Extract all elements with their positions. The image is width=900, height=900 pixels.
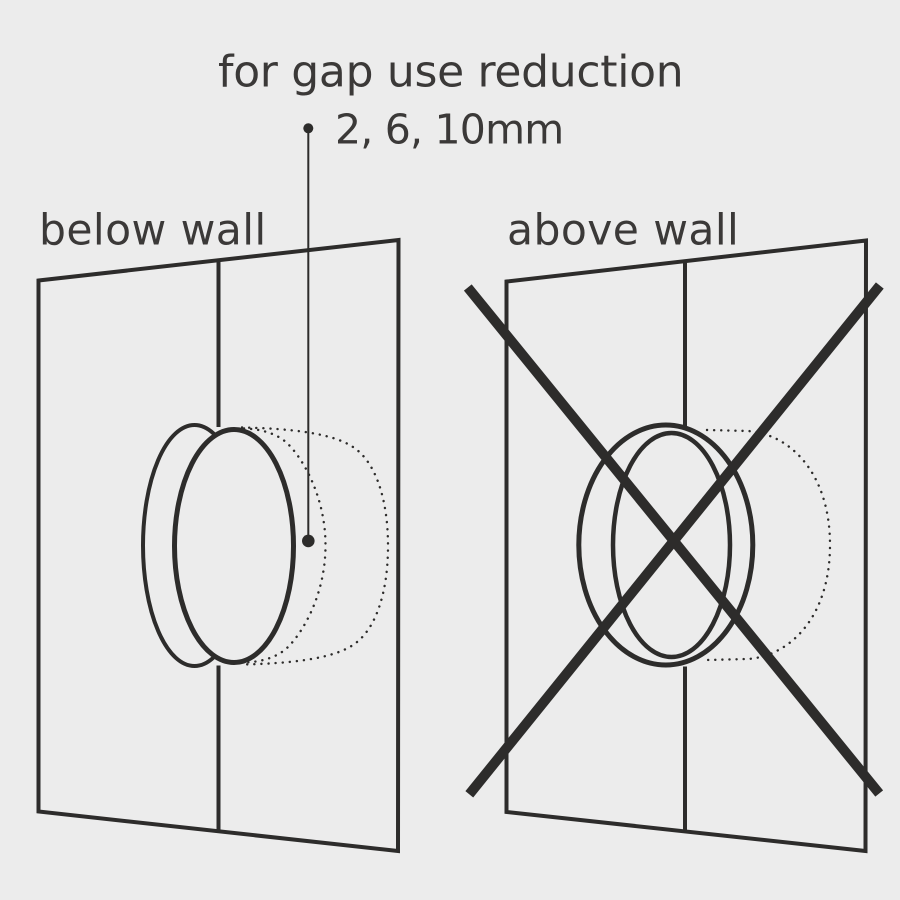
wall-panel-right-outline: [504, 238, 869, 854]
wall-panel-left: [36, 237, 401, 854]
label-above-wall: above wall: [507, 207, 739, 256]
leader-callout: [302, 123, 315, 548]
leader-end-dot-icon: [302, 534, 315, 548]
label-below-wall: below wall: [39, 207, 267, 256]
x-mark-icon: [463, 282, 884, 798]
socket-front-face: [172, 427, 296, 665]
ghost-outline-inner: [242, 427, 327, 664]
socket-recessed: [141, 423, 296, 668]
leader-start-dot-icon: [303, 123, 314, 134]
figure-title: for gap use reduction: [218, 47, 683, 98]
wall-panel-right: [463, 238, 884, 854]
wall-panel-left-outline: [36, 237, 401, 854]
x-mark-stroke-up: [465, 282, 884, 798]
socket-body-rim: [610, 430, 733, 660]
reduction-values: 2, 6, 10mm: [335, 105, 563, 153]
